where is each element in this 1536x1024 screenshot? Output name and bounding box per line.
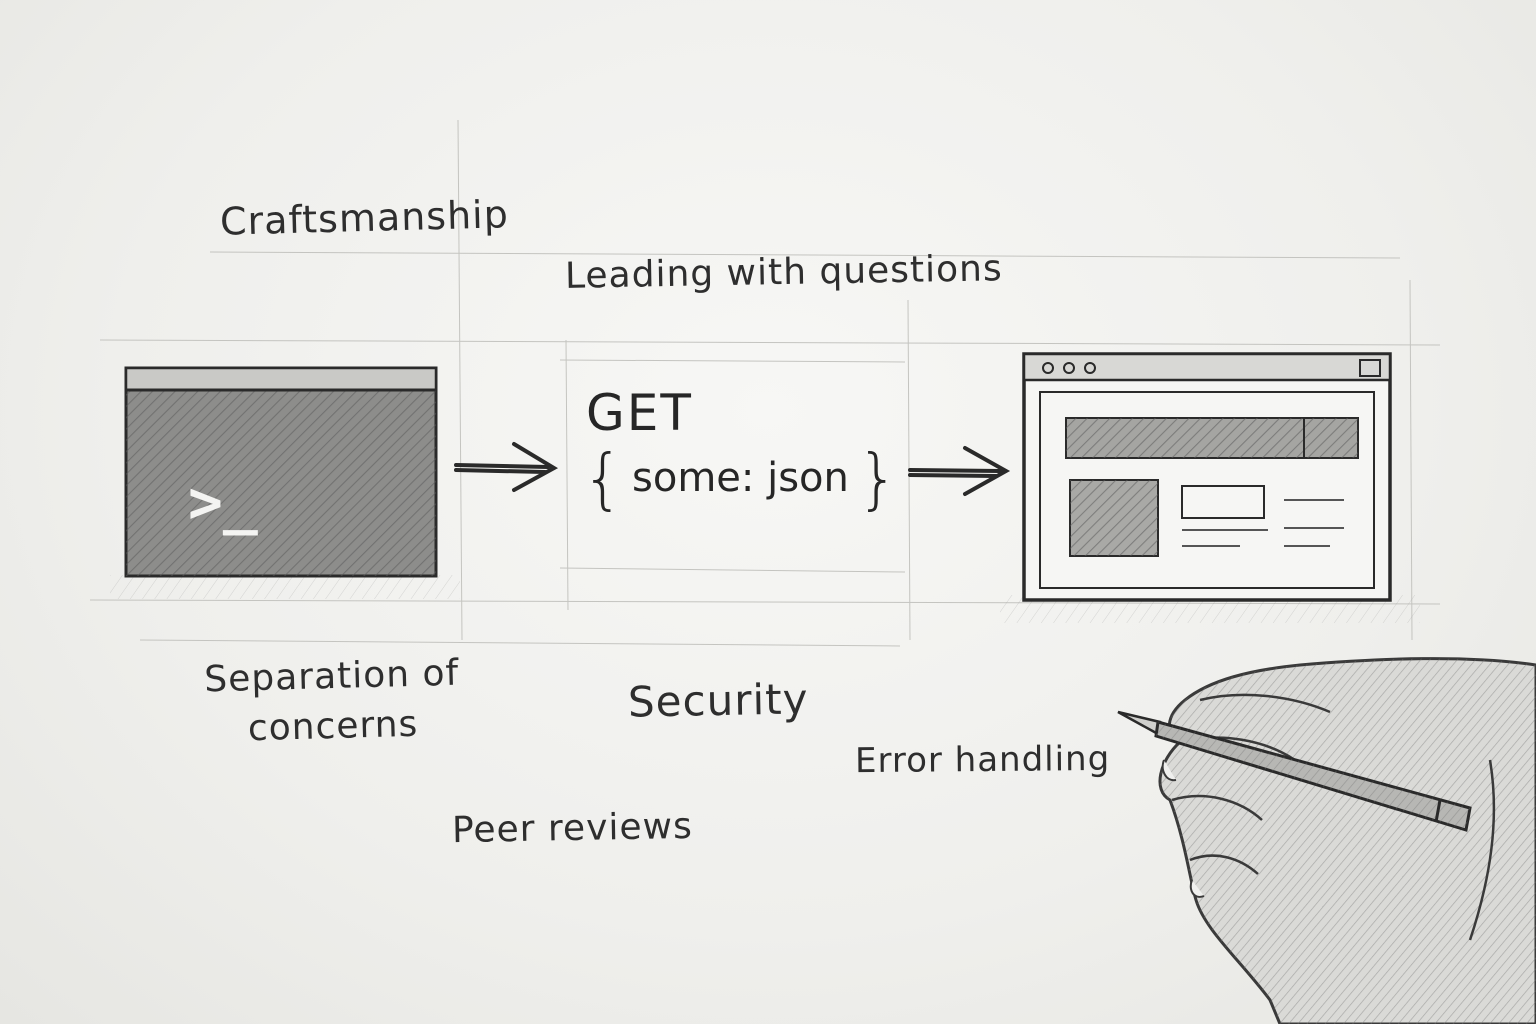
arrow-api-to-browser [910,448,1006,494]
json-brace-close: } [857,440,899,517]
arrow-terminal-to-api [456,444,554,490]
terminal-window: >_ [110,368,460,599]
label-craftsmanship: Craftsmanship [219,192,509,244]
browser-window [1000,354,1420,623]
label-separation-of-concerns: Separation of concerns [204,649,461,756]
terminal-prompt: >_ [188,468,258,536]
label-separation-line2: concerns [205,699,461,756]
hand-with-pencil-icon [1118,659,1536,1024]
label-peer-reviews: Peer reviews [452,806,693,851]
json-body: some: json [624,455,857,501]
label-separation-line1: Separation of [204,649,460,706]
json-brace-open: { [582,440,624,517]
label-leading-with-questions: Leading with questions [565,248,1003,297]
label-error-handling: Error handling [855,739,1111,781]
label-security: Security [628,674,809,726]
api-method: GET [586,384,693,442]
api-json-payload: {some: json} [582,440,899,517]
